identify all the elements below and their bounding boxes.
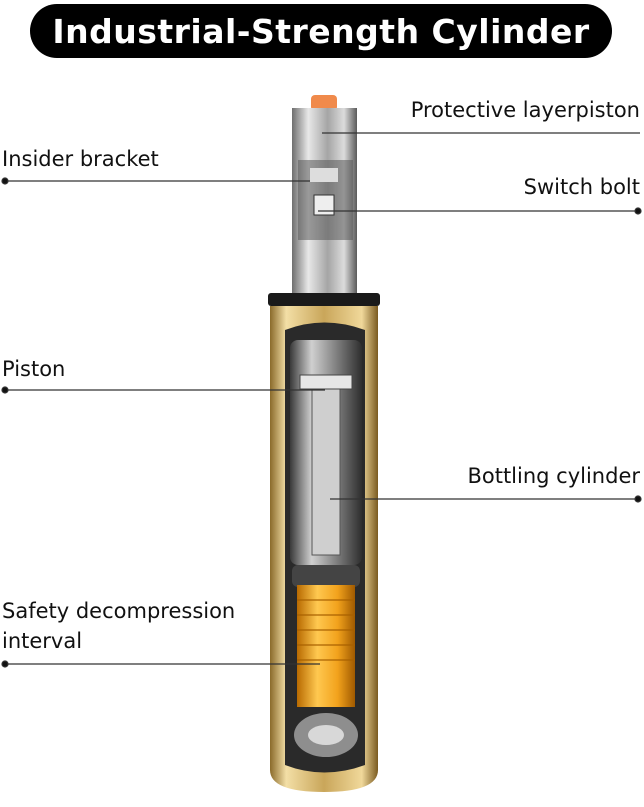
- label-bottling-cylinder: Bottling cylinder: [467, 464, 640, 488]
- label-safety-line1: Safety decompression: [2, 599, 236, 623]
- leader-lines: [1, 132, 642, 668]
- ring: [268, 293, 380, 306]
- label-switch-bolt: Switch bolt: [523, 175, 640, 199]
- label-safety-line2: interval: [2, 629, 83, 653]
- label-insider-bracket: Insider bracket: [2, 147, 159, 171]
- cap: [311, 95, 337, 111]
- label-piston: Piston: [2, 357, 66, 381]
- label-protective-layer: Protective layerpiston: [410, 98, 640, 122]
- page-title: Industrial-Strength Cylinder: [30, 4, 612, 58]
